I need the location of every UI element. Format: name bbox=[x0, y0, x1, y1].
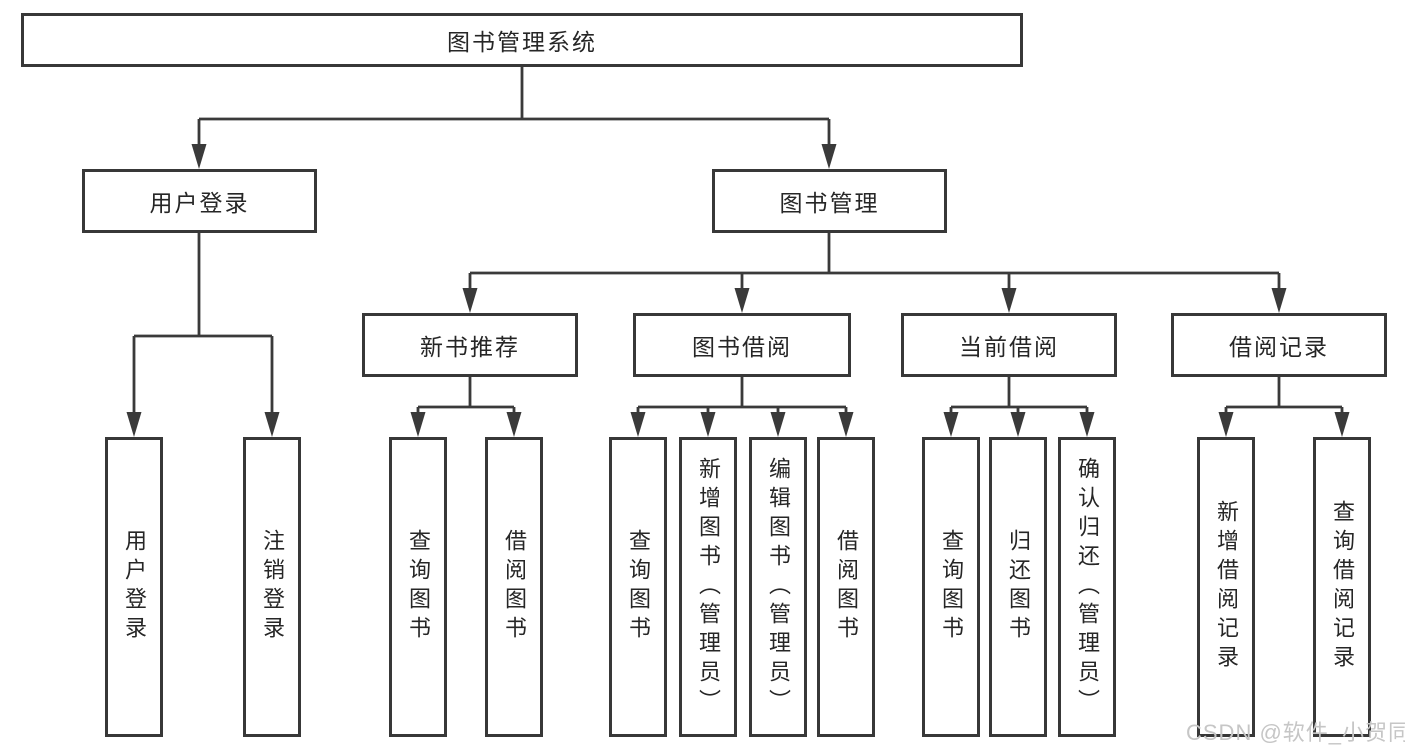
leaf-borrow-query-book-label: 查询图书 bbox=[626, 529, 651, 645]
leaf-logout-label: 注销登录 bbox=[260, 529, 285, 645]
leaf-recommend-borrow-book: 借阅图书 bbox=[485, 437, 543, 737]
node-current-borrow: 当前借阅 bbox=[901, 313, 1117, 377]
node-user-login: 用户登录 bbox=[82, 169, 317, 233]
node-root-system: 图书管理系统 bbox=[21, 13, 1023, 67]
node-book-borrow: 图书借阅 bbox=[633, 313, 851, 377]
leaf-current-return-book: 归还图书 bbox=[989, 437, 1047, 737]
leaf-current-confirm-return: 确认归还（管理员） bbox=[1058, 437, 1116, 737]
leaf-borrow-add-book: 新增图书（管理员） bbox=[679, 437, 737, 737]
node-current-borrow-label: 当前借阅 bbox=[959, 334, 1059, 360]
leaf-recommend-borrow-book-label: 借阅图书 bbox=[502, 529, 527, 645]
leaf-record-add-label: 新增借阅记录 bbox=[1214, 500, 1239, 674]
leaf-recommend-query-book: 查询图书 bbox=[389, 437, 447, 737]
leaf-borrow-edit-book-label: 编辑图书（管理员） bbox=[766, 456, 791, 718]
leaf-logout: 注销登录 bbox=[243, 437, 301, 737]
leaf-current-return-book-label: 归还图书 bbox=[1006, 529, 1031, 645]
leaf-borrow-edit-book: 编辑图书（管理员） bbox=[749, 437, 807, 737]
arrowheads bbox=[126, 144, 1350, 437]
csdn-watermark: CSDN @软件_小贺同学 bbox=[1186, 720, 1405, 745]
leaf-current-confirm-return-label: 确认归还（管理员） bbox=[1075, 456, 1100, 718]
node-user-login-label: 用户登录 bbox=[149, 190, 250, 216]
node-book-management-label: 图书管理 bbox=[779, 190, 880, 216]
node-borrow-record: 借阅记录 bbox=[1171, 313, 1387, 377]
leaf-record-query-label: 查询借阅记录 bbox=[1330, 500, 1355, 674]
node-book-borrow-label: 图书借阅 bbox=[692, 334, 792, 360]
connector-lines bbox=[132, 67, 1344, 416]
leaf-borrow-borrow-book-label: 借阅图书 bbox=[834, 529, 859, 645]
leaf-recommend-query-book-label: 查询图书 bbox=[406, 529, 431, 645]
leaf-user-login: 用户登录 bbox=[105, 437, 163, 737]
leaf-user-login-label: 用户登录 bbox=[122, 529, 147, 645]
node-root-system-label: 图书管理系统 bbox=[447, 29, 597, 55]
leaf-borrow-borrow-book: 借阅图书 bbox=[817, 437, 875, 737]
leaf-borrow-add-book-label: 新增图书（管理员） bbox=[696, 456, 721, 718]
leaf-current-query-book-label: 查询图书 bbox=[939, 529, 964, 645]
leaf-record-query: 查询借阅记录 bbox=[1313, 437, 1371, 737]
leaf-record-add: 新增借阅记录 bbox=[1197, 437, 1255, 737]
node-book-management: 图书管理 bbox=[712, 169, 947, 233]
leaf-current-query-book: 查询图书 bbox=[922, 437, 980, 737]
node-new-book-recommend: 新书推荐 bbox=[362, 313, 578, 377]
leaf-borrow-query-book: 查询图书 bbox=[609, 437, 667, 737]
node-new-book-recommend-label: 新书推荐 bbox=[420, 334, 520, 360]
node-borrow-record-label: 借阅记录 bbox=[1229, 334, 1329, 360]
